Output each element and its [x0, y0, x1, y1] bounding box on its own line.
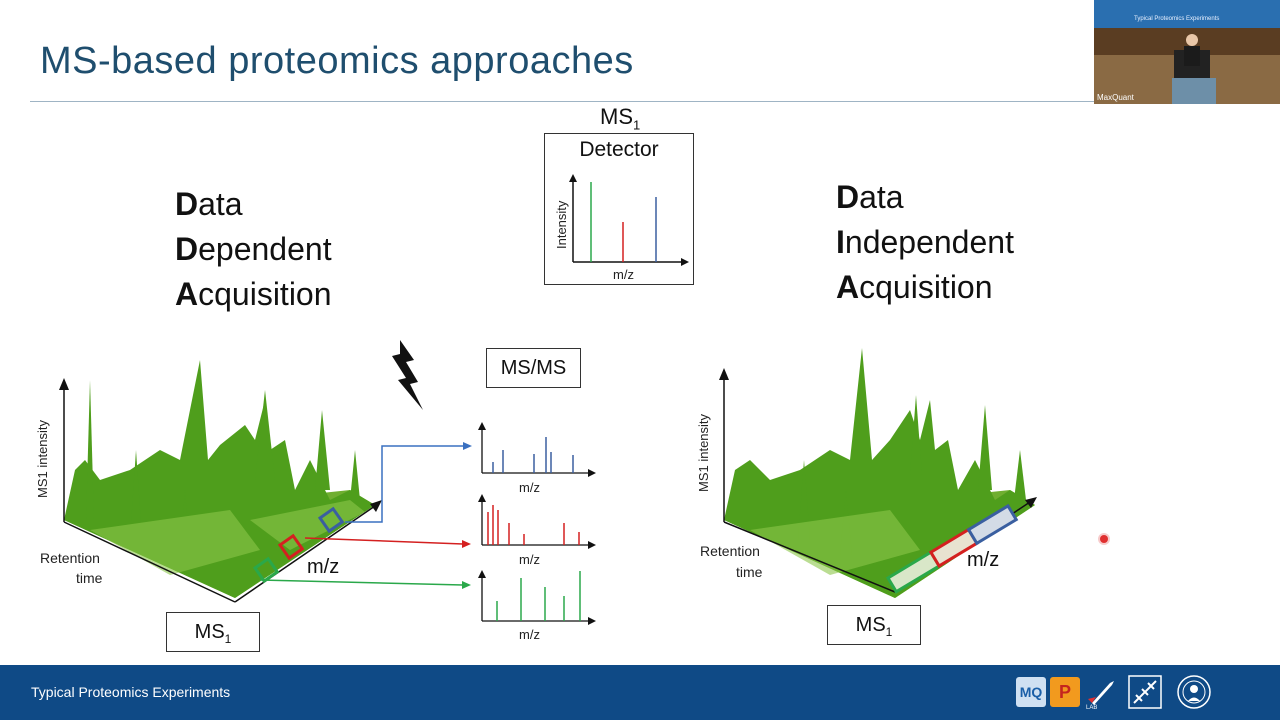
dia-line-2-initial: I: [836, 224, 845, 260]
msms-spectrum-red: m/z: [478, 494, 596, 567]
slide-title: MS-based proteomics approaches: [40, 40, 634, 82]
dda-line-3-rest: cquisition: [198, 276, 332, 312]
title-divider: [30, 101, 1100, 102]
msms-xlabel-2: m/z: [519, 552, 540, 567]
dda-xlabel-mz: m/z: [307, 556, 339, 578]
arrow-green: [260, 579, 464, 586]
lab-logo-text: LAB: [1086, 705, 1097, 711]
dda-window-green: [252, 556, 280, 584]
dia-line-2: Independent: [836, 220, 1014, 265]
msms-spectrum-blue: m/z: [478, 422, 596, 495]
dia-ms1-text: MS: [855, 614, 886, 636]
dia-line-1: Data: [836, 175, 1014, 220]
webcam-screen-text: Typical Proteomics Experiments: [1134, 16, 1219, 22]
dda-ms1-sub: 1: [224, 632, 232, 646]
webcam-caption: MaxQuant: [1097, 93, 1135, 102]
footer-text: Typical Proteomics Experiments: [31, 684, 231, 700]
dda-arrows: [260, 442, 472, 589]
dia-ms1-landscape: MS1 intensity Retention time m/z: [696, 348, 1037, 598]
dia-xlabel-mz: m/z: [967, 549, 999, 571]
detector-ylabel: Intensity: [554, 200, 569, 249]
dda-line-1: Data: [175, 182, 332, 227]
detector-title: Detector: [579, 138, 659, 161]
dia-highlights: [750, 510, 920, 575]
dia-line-1-rest: ata: [859, 179, 904, 215]
dia-heading: Data Independent Acquisition: [836, 175, 1014, 310]
lightning-icon: [392, 340, 423, 410]
dia-ms1-sub: 1: [885, 625, 893, 639]
dda-heading: Data Dependent Acquisition: [175, 182, 332, 317]
dia-line-3-initial: A: [836, 269, 860, 305]
arrow-red: [304, 537, 464, 545]
dia-line-2-rest: ndependent: [844, 224, 1014, 260]
detector-spectrum: Intensity m/z: [554, 174, 689, 282]
dia-ms1-box: MS1: [827, 605, 921, 645]
msms-spectrum-green: m/z: [478, 570, 596, 642]
dda-ylabel: MS1 intensity: [35, 419, 50, 498]
detector-ms1-label: MS1: [600, 104, 640, 132]
msms-xlabel-1: m/z: [519, 480, 540, 495]
webcam-scene: Typical Proteomics Experiments MaxQuant: [1094, 0, 1280, 104]
dia-xlabel-time-2: time: [736, 564, 763, 580]
dia-xlabel-time-1: Retention: [700, 543, 760, 559]
max-planck-logo-icon: [1176, 674, 1212, 710]
laser-pointer-dot: [1100, 535, 1108, 543]
dia-line-1-initial: D: [836, 179, 860, 215]
dda-window-red: [277, 533, 305, 561]
dda-line-3-initial: A: [175, 276, 199, 312]
dia-line-3-rest: cquisition: [859, 269, 993, 305]
dda-line-1-initial: D: [175, 186, 199, 222]
detector-ms-sub: 1: [633, 117, 641, 133]
dda-line-2: Dependent: [175, 227, 332, 272]
dda-ms1-text: MS: [194, 621, 225, 643]
perseus-logo-icon: P: [1050, 677, 1080, 707]
detector-box: Detector Intensity m/z: [544, 133, 694, 285]
dda-ms1-box: MS1: [166, 612, 260, 652]
dda-xlabel-time-1: Retention: [40, 550, 100, 566]
dia-ylabel: MS1 intensity: [696, 413, 711, 492]
dda-line-3: Acquisition: [175, 272, 332, 317]
dda-xlabel-time-2: time: [76, 570, 103, 586]
detector-xlabel: m/z: [613, 267, 634, 282]
webcam-inset: Typical Proteomics Experiments MaxQuant: [1094, 0, 1280, 104]
detector-ms-text: MS: [600, 104, 633, 129]
dna-logo-icon: [1128, 675, 1162, 709]
dda-line-1-rest: ata: [198, 186, 243, 222]
arrow-blue: [345, 445, 465, 523]
msms-box: MS/MS: [486, 348, 581, 388]
msms-xlabel-3: m/z: [519, 627, 540, 642]
dia-window-blue: [966, 503, 1019, 546]
dda-line-2-rest: ependent: [198, 231, 332, 267]
dda-line-2-initial: D: [175, 231, 199, 267]
dia-line-3: Acquisition: [836, 265, 1014, 310]
maxquant-logo-icon: MQ: [1016, 677, 1046, 707]
rocket-lab-logo-icon: LAB: [1084, 675, 1120, 711]
dda-ms1-landscape: MS1 intensity Retention time m/z: [35, 360, 382, 603]
dda-window-blue: [317, 506, 345, 534]
